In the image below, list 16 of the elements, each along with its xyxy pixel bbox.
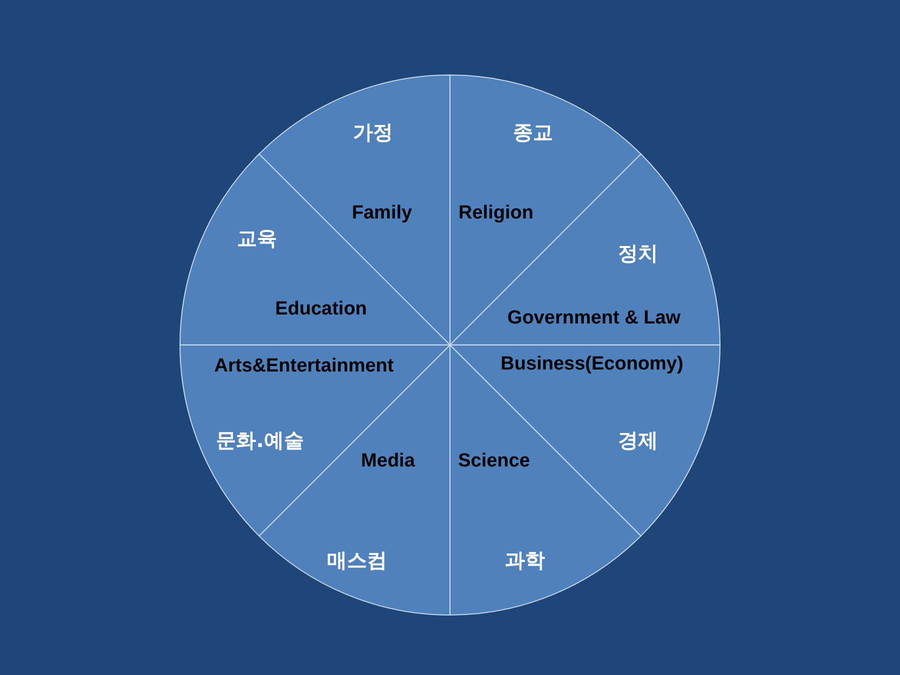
english-label: Government & Law bbox=[507, 308, 681, 330]
korean-label: 경제 bbox=[618, 428, 658, 452]
english-label: Education bbox=[275, 298, 367, 322]
korean-label: 교육 bbox=[237, 226, 277, 250]
english-label: Business(Economy) bbox=[500, 354, 684, 376]
english-label: Family bbox=[352, 202, 412, 226]
korean-label: 문화.예술 bbox=[216, 428, 304, 452]
korean-label: 과학 bbox=[505, 548, 545, 572]
korean-label: 정치 bbox=[618, 240, 658, 265]
english-label: Arts&Entertainment bbox=[214, 356, 394, 378]
english-label: Religion bbox=[458, 202, 534, 226]
korean-label: 매스컴 bbox=[326, 548, 387, 572]
english-label: Science bbox=[458, 450, 530, 474]
korean-label: 가정 bbox=[352, 120, 393, 144]
english-label: Media bbox=[361, 450, 415, 474]
korean-label: 종교 bbox=[513, 120, 553, 144]
